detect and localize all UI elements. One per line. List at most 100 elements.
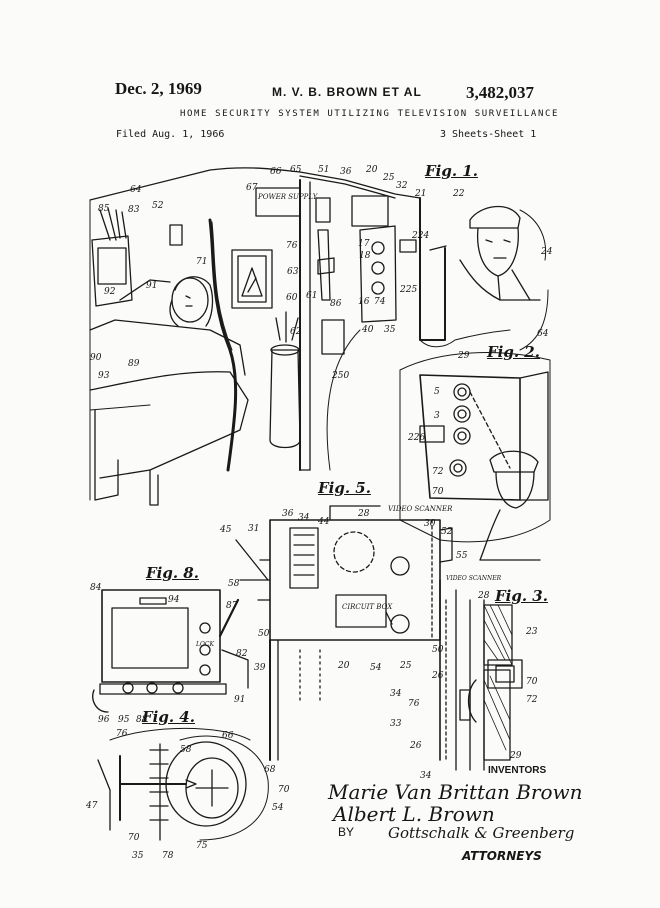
reference-numeral: 94 — [168, 595, 180, 605]
fig5-label: Fig. 5. — [318, 479, 371, 497]
reference-numeral: 83 — [128, 205, 140, 215]
sheet-count: 3 Sheets-Sheet 1 — [440, 129, 537, 140]
reference-numeral: 16 — [358, 297, 370, 307]
patent-date: Dec. 2, 1969 — [115, 79, 202, 98]
reference-numeral: 50 — [258, 629, 270, 639]
reference-numeral: 25 — [383, 173, 395, 183]
reference-numeral: 34 — [420, 771, 432, 781]
reference-numeral: 76 — [408, 699, 420, 709]
reference-numeral: 76 — [116, 729, 128, 739]
reference-numeral: 68 — [264, 765, 276, 775]
reference-numeral: 70 — [128, 833, 140, 843]
reference-numeral: 84 — [90, 583, 102, 593]
fig8-label: Fig. 8. — [146, 564, 199, 582]
reference-numeral: 35 — [132, 851, 144, 861]
inventor-name: M. V. B. BROWN ET AL — [272, 85, 422, 99]
reference-numeral: 24 — [541, 247, 553, 257]
attorneys-label: ATTORNEYS — [462, 849, 542, 863]
reference-numeral: 224 — [412, 231, 430, 241]
reference-numeral: 23 — [526, 627, 538, 637]
reference-numeral: 75 — [196, 841, 208, 851]
reference-numeral: 25 — [400, 661, 412, 671]
fig3-video-scanner-label: VIDEO SCANNER — [446, 575, 502, 582]
reference-numeral: 86 — [330, 299, 342, 309]
reference-numeral: 76 — [286, 241, 298, 251]
reference-numeral: 64 — [130, 185, 142, 195]
reference-numeral: 66 — [270, 167, 282, 177]
fig4-label: Fig. 4. — [142, 708, 195, 726]
reference-numeral: 91 — [146, 281, 158, 291]
reference-numeral: 82 — [236, 649, 248, 659]
reference-numeral: 5 — [434, 387, 440, 397]
reference-numeral: 33 — [390, 719, 402, 729]
reference-numeral: 90 — [90, 353, 102, 363]
reference-numeral: 89 — [128, 359, 140, 369]
reference-numeral: 44 — [318, 517, 330, 527]
patent-number: 3,482,037 — [466, 83, 534, 102]
reference-numeral: 30 — [424, 519, 436, 529]
reference-numeral: 96 — [98, 715, 110, 725]
reference-numeral: 31 — [248, 524, 260, 534]
inventor-signature-1: Marie Van Brittan Brown — [328, 780, 583, 804]
reference-numeral: 92 — [104, 287, 116, 297]
inventors-heading: INVENTORS — [488, 765, 547, 776]
fig5-circuit-drawing — [235, 505, 453, 761]
reference-numeral: 32 — [396, 181, 408, 191]
reference-numeral: 28 — [478, 591, 490, 601]
reference-numeral: 70 — [526, 677, 538, 687]
reference-numeral: 26 — [432, 671, 444, 681]
reference-numeral: 66 — [222, 731, 234, 741]
reference-numeral: 225 — [400, 285, 418, 295]
reference-numeral: 72 — [526, 695, 538, 705]
reference-numeral: 47 — [86, 801, 98, 811]
reference-numeral: 28 — [358, 509, 370, 519]
reference-numeral: 34 — [390, 689, 402, 699]
fig3-label: Fig. 3. — [495, 587, 548, 605]
reference-numeral: 87 — [226, 601, 238, 611]
reference-numeral: 45 — [220, 525, 232, 535]
video-scanner-label: VIDEO SCANNER — [388, 505, 453, 513]
reference-numeral: 29 — [458, 351, 470, 361]
reference-numeral: 60 — [286, 293, 298, 303]
reference-numeral: 18 — [359, 251, 371, 261]
reference-numeral: 70 — [278, 785, 290, 795]
reference-numeral: 3 — [434, 411, 440, 421]
by-label: BY — [338, 825, 355, 839]
reference-numeral: 78 — [162, 851, 174, 861]
reference-numeral: 85 — [98, 204, 110, 214]
reference-numeral: 88 — [136, 715, 148, 725]
fig1-label: Fig. 1. — [425, 162, 478, 180]
reference-numeral: 64 — [537, 329, 549, 339]
reference-numeral: 17 — [358, 239, 370, 249]
reference-numeral: 29 — [510, 751, 522, 761]
reference-numeral: 51 — [318, 165, 330, 175]
reference-numeral: 52 — [441, 527, 453, 537]
reference-numeral: 72 — [432, 467, 444, 477]
fig2-label: Fig. 2. — [487, 343, 540, 361]
reference-numeral: 58 — [228, 579, 240, 589]
reference-numeral: 40 — [362, 325, 374, 335]
reference-numeral: 67 — [246, 183, 258, 193]
reference-numeral: 54 — [272, 803, 284, 813]
reference-numeral: 61 — [306, 291, 318, 301]
reference-numeral: 34 — [298, 513, 310, 523]
attorney-signature: Gottschalk & Greenberg — [388, 824, 575, 842]
reference-numeral: 95 — [118, 715, 130, 725]
reference-numeral: 58 — [180, 745, 192, 755]
reference-numeral: 71 — [196, 257, 208, 267]
reference-numeral: 36 — [340, 167, 352, 177]
reference-numeral: 250 — [332, 371, 350, 381]
fig8-monitor-drawing — [92, 589, 249, 713]
reference-numeral: 50 — [432, 645, 444, 655]
reference-numeral: 20 — [366, 165, 378, 175]
reference-numeral: 26 — [410, 741, 422, 751]
reference-numeral: 91 — [234, 695, 246, 705]
reference-numeral: 74 — [374, 297, 386, 307]
reference-numeral: 93 — [98, 371, 110, 381]
circuit-box-label: CIRCUIT BOX — [342, 603, 393, 611]
reference-numeral: 70 — [432, 487, 444, 497]
reference-numeral: 62 — [290, 327, 302, 337]
reference-numeral: 55 — [456, 551, 468, 561]
patent-title: HOME SECURITY SYSTEM UTILIZING TELEVISIO… — [180, 109, 559, 119]
